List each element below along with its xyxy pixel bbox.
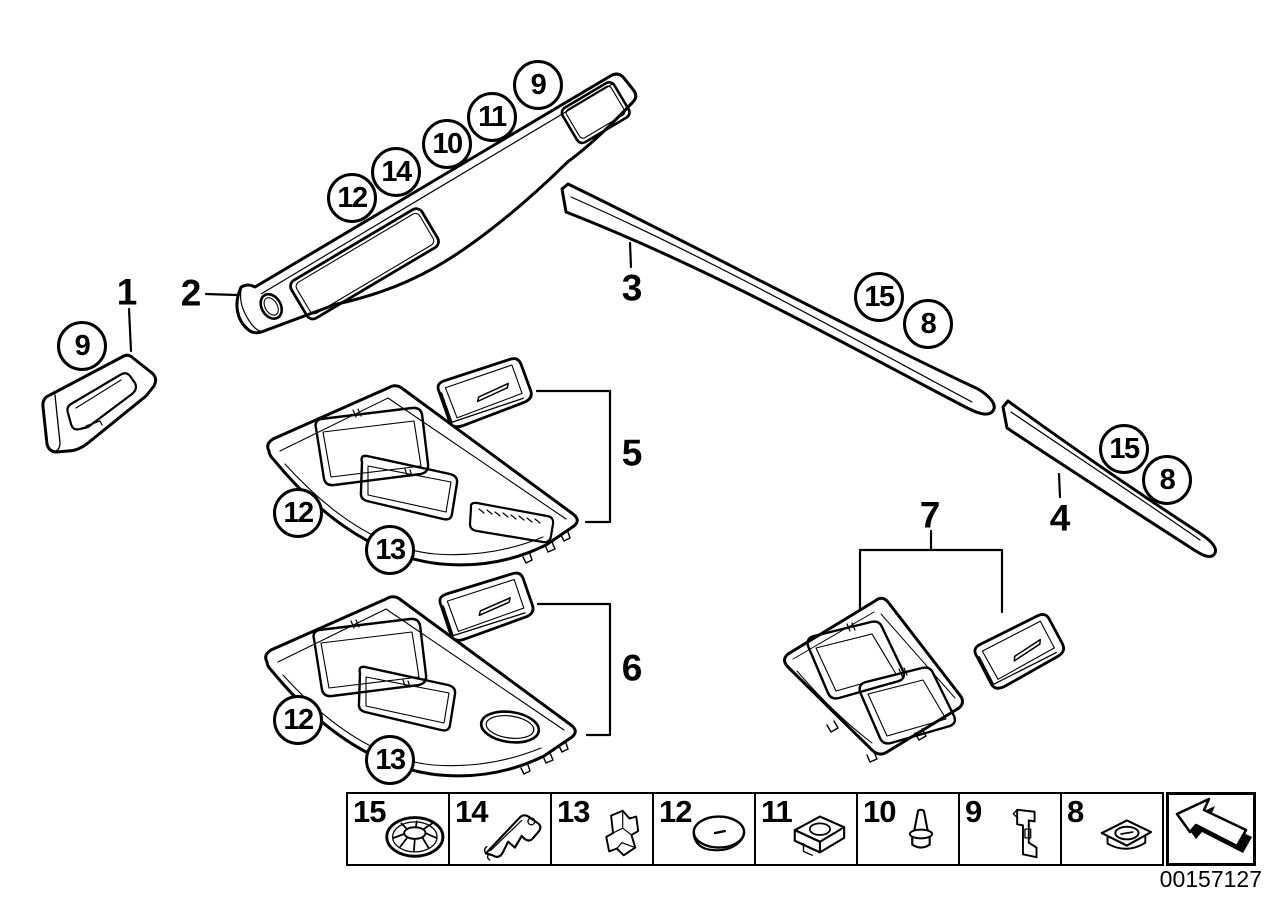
part-label-1: 1 — [116, 271, 138, 313]
bracket-6 — [536, 602, 612, 737]
legend-cell-15: 15 — [348, 794, 450, 864]
part-label-4: 4 — [1049, 497, 1071, 539]
bracket-clip-icon — [1012, 808, 1038, 859]
speed-nut-icon — [385, 816, 445, 858]
callout-11: 11 — [467, 92, 517, 142]
callout-15-a: 15 — [854, 272, 904, 322]
part-4-door-strip-drawing — [1001, 399, 1217, 558]
callout-14: 14 — [371, 147, 421, 197]
callout-15-b: 15 — [1099, 424, 1149, 474]
legend-cell-10: 10 — [858, 794, 960, 864]
legend-number: 8 — [1067, 794, 1084, 829]
document-number: 00157127 — [1159, 866, 1262, 892]
legend-number: 12 — [659, 794, 692, 829]
oval-cap-icon — [692, 815, 746, 852]
bracket-5 — [535, 389, 612, 524]
leader-line-1 — [127, 307, 133, 353]
captive-nut-icon — [793, 815, 846, 856]
leader-line-3 — [628, 241, 633, 269]
part-6-ashtray-lid-drawing — [438, 571, 535, 642]
leader-line-4 — [1057, 472, 1062, 499]
expansion-rivet-icon — [908, 808, 934, 849]
part-3-door-strip-drawing — [560, 182, 996, 416]
callout-12-b: 12 — [273, 488, 323, 538]
legend-number: 13 — [557, 794, 590, 829]
spring-clip-icon — [483, 814, 542, 861]
part-label-5: 5 — [621, 432, 643, 474]
part-7-rear-console-drawing — [783, 596, 964, 763]
legend-number: 9 — [965, 794, 982, 829]
part-5-center-console-drawing — [266, 384, 579, 567]
leader-line-2 — [204, 292, 239, 297]
part-label-6: 6 — [621, 647, 643, 689]
callout-9-b: 9 — [513, 60, 563, 110]
fastener-legend: 15 14 13 12 — [346, 792, 1164, 866]
direction-arrow-box — [1166, 792, 1256, 866]
callout-12-a: 12 — [327, 173, 377, 223]
direction-arrow-icon — [1175, 797, 1252, 853]
part-1-trim-drawing — [41, 353, 158, 454]
legend-number: 10 — [863, 794, 896, 829]
part-6-center-console-drawing — [264, 595, 577, 778]
callout-13-a: 13 — [365, 525, 415, 575]
callout-13-b: 13 — [365, 735, 415, 785]
legend-cell-14: 14 — [450, 794, 552, 864]
legend-cell-11: 11 — [756, 794, 858, 864]
callout-10: 10 — [422, 119, 472, 169]
part-7-ashtray-lid-drawing — [973, 613, 1066, 690]
retainer-clip-icon — [605, 809, 640, 857]
callout-8-b: 8 — [1142, 455, 1192, 505]
bracket-7 — [858, 529, 1004, 614]
leader-lines — [127, 241, 1062, 737]
part-label-3: 3 — [621, 267, 643, 309]
callout-8-a: 8 — [903, 299, 953, 349]
legend-number: 11 — [761, 794, 793, 829]
part-label-7: 7 — [919, 494, 941, 536]
legend-number: 14 — [455, 794, 488, 829]
callout-12-c: 12 — [273, 695, 323, 745]
part-label-2: 2 — [180, 272, 202, 314]
part-5-ashtray-lid-drawing — [436, 357, 533, 429]
grommet-icon — [1100, 819, 1153, 850]
callout-9-a: 9 — [57, 321, 107, 371]
legend-cell-9: 9 — [960, 794, 1062, 864]
legend-cell-13: 13 — [552, 794, 654, 864]
legend-cell-12: 12 — [654, 794, 756, 864]
legend-number: 15 — [353, 794, 386, 829]
legend-cell-8: 8 — [1062, 794, 1162, 864]
part-2-dashboard-trim-drawing — [235, 72, 638, 335]
